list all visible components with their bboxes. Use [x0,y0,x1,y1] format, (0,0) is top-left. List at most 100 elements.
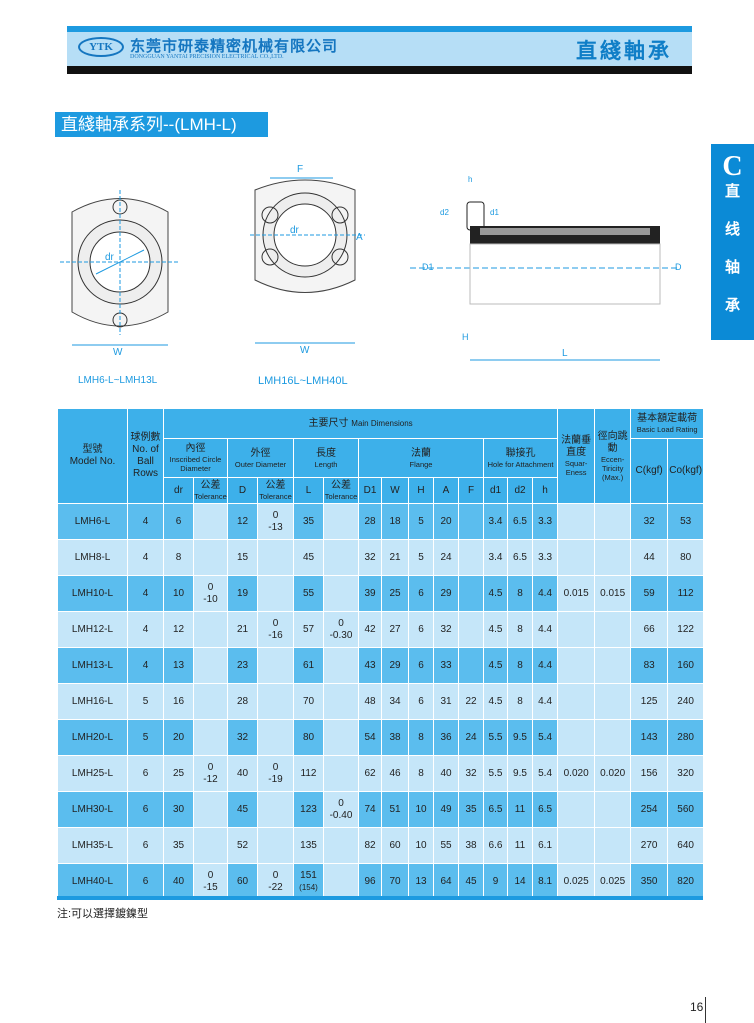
value-cell [557,791,596,828]
value-cell: 80 [293,719,324,756]
value-cell: 40 [163,863,194,900]
value-cell: 13 [408,863,434,900]
company-name-en: DONGGUAN YANTAI PRECISION ELECTRICAL CO.… [130,54,284,60]
value-cell: 4.5 [483,611,508,648]
value-cell: 112 [667,575,705,612]
value-cell: 0.015 [594,575,632,612]
value-cell: 4 [127,575,164,612]
footnote: 注:可以選擇鍍鎳型 [57,908,149,920]
value-cell [193,827,228,864]
value-cell: 8 [507,647,533,684]
value-cell [323,539,359,576]
value-cell: 8 [507,575,533,612]
page-rule [705,997,706,1023]
value-cell [193,539,228,576]
value-cell: 0 -100-10 [193,575,228,612]
tab-letter: C [722,151,743,182]
value-cell: 4.4 [531,647,559,684]
value-cell [257,719,294,756]
value-cell: 54 [358,719,382,756]
value-cell: 5 [408,503,434,540]
value-cell: 80 [667,539,705,576]
value-cell: 0 -0.300-0.30 [323,611,359,648]
value-cell: 53 [667,503,705,540]
value-cell: 10 [163,575,194,612]
svg-text:h: h [468,175,472,184]
value-cell: 96 [358,863,382,900]
value-cell: 6 [127,863,164,900]
value-cell: 6.5 [531,791,559,828]
value-cell [257,539,294,576]
side-tab: C 直 线 轴 承 [711,144,754,340]
value-cell: 6 [127,791,164,828]
value-cell: 14 [507,863,533,900]
col-main-dims: 主要尺寸 Main Dimensions [162,408,559,439]
value-cell [458,575,484,612]
value-cell: 45 [458,863,484,900]
value-cell: 6 [127,755,164,792]
value-cell: 9 [483,863,508,900]
value-cell: 160 [667,647,705,684]
value-cell: 10 [408,791,434,828]
value-cell: 32 [358,539,382,576]
svg-text:L: L [562,348,568,359]
svg-text:d2: d2 [440,208,449,217]
model-cell: LMH10-L [57,575,128,612]
value-cell: 9.5 [507,755,533,792]
value-cell: 82 [358,827,382,864]
value-cell [594,503,632,540]
page-number: 16 [690,1000,704,1014]
value-cell: 28 [227,683,258,720]
value-cell: 6.1 [531,827,559,864]
value-cell: 280 [667,719,705,756]
value-cell [594,791,632,828]
value-cell: 55 [433,827,459,864]
value-cell: 125 [630,683,669,720]
value-cell: 5.5 [483,719,508,756]
value-cell: 0.020 [594,755,632,792]
value-cell: 48 [358,683,382,720]
value-cell [557,503,596,540]
value-cell: 35 [293,503,324,540]
model-cell: LMH20-L [57,719,128,756]
value-cell: 66 [630,611,669,648]
value-cell [458,539,484,576]
value-cell [594,827,632,864]
value-cell: 64 [433,863,459,900]
value-cell: 0 -150-15 [193,863,228,900]
value-cell [323,863,359,900]
value-cell: 25 [381,575,409,612]
value-cell: 15 [227,539,258,576]
svg-text:H: H [462,332,469,342]
col-co: Co(kgf) [667,438,705,504]
value-cell: 19 [227,575,258,612]
value-cell [323,719,359,756]
value-cell [193,647,228,684]
value-cell [323,755,359,792]
value-cell [323,647,359,684]
col-D: D [227,477,258,504]
value-cell: 18 [381,503,409,540]
value-cell: 60 [227,863,258,900]
value-cell: 57 [293,611,324,648]
value-cell: 40 [227,755,258,792]
value-cell: 46 [381,755,409,792]
col-dr: dr [163,477,194,504]
value-cell: 83 [630,647,669,684]
value-cell [193,683,228,720]
value-cell: 45 [293,539,324,576]
value-cell: 122 [667,611,705,648]
value-cell: 6 [127,827,164,864]
value-cell: 27 [381,611,409,648]
value-cell: 0.020 [557,755,596,792]
value-cell: 8 [163,539,194,576]
